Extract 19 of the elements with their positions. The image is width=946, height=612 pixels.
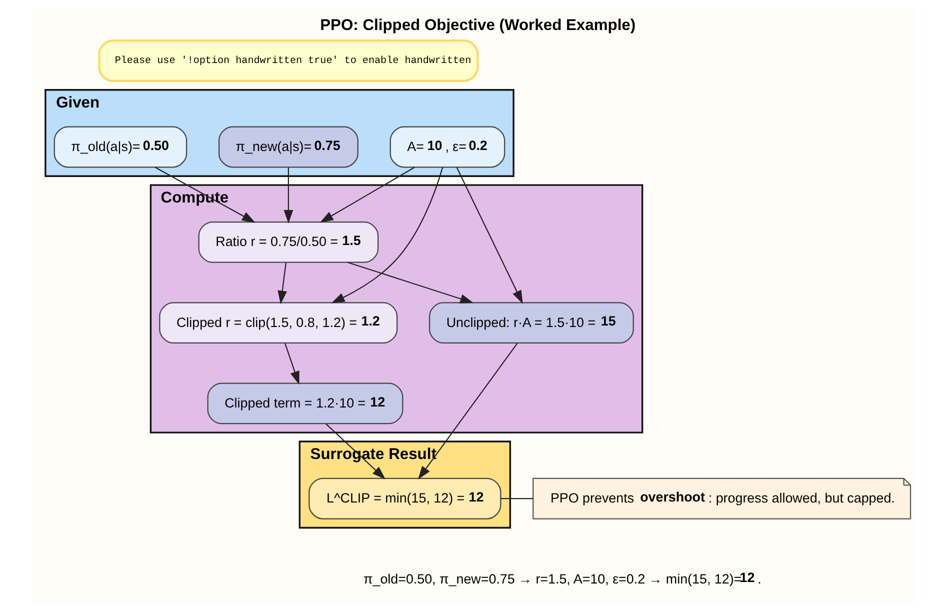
arrow: [330, 167, 443, 304]
arrow: [284, 343, 299, 385]
diagram-title: PPO: Clipped Objective (Worked Example): [320, 17, 636, 34]
arrow: [346, 262, 474, 304]
arrow: [277, 262, 286, 304]
node-box: π_old(a|s)=0.50: [53, 126, 187, 168]
node-box: Ratio r = 0.75/0.50 = 1.5: [198, 221, 378, 263]
node-box: L^CLIP = min(15, 12) = 12: [308, 478, 501, 520]
arrow: [418, 342, 518, 480]
arrow: [456, 167, 522, 304]
node-box: Clipped r = clip(1.5, 0.8, 1.2) = 1.2: [158, 302, 398, 344]
node-box: Please use '!option handwritten true' to enable handwritten: [98, 39, 478, 82]
arrow: [283, 167, 293, 224]
node-box: Clipped term = 1.2·10 = 12: [206, 382, 403, 424]
node-box: π_new(a|s)=0.75: [218, 126, 358, 168]
node-box: Unclipped: r·A = 1.5·10 = 15: [428, 302, 634, 344]
connector: [500, 498, 532, 500]
node-box: A=10, ε=0.2: [389, 126, 505, 168]
caption: π_old=0.50, π_new=0.75 → r=1.5, A=10, ε=0.2 → min(15, 12)=12.: [362, 570, 761, 586]
